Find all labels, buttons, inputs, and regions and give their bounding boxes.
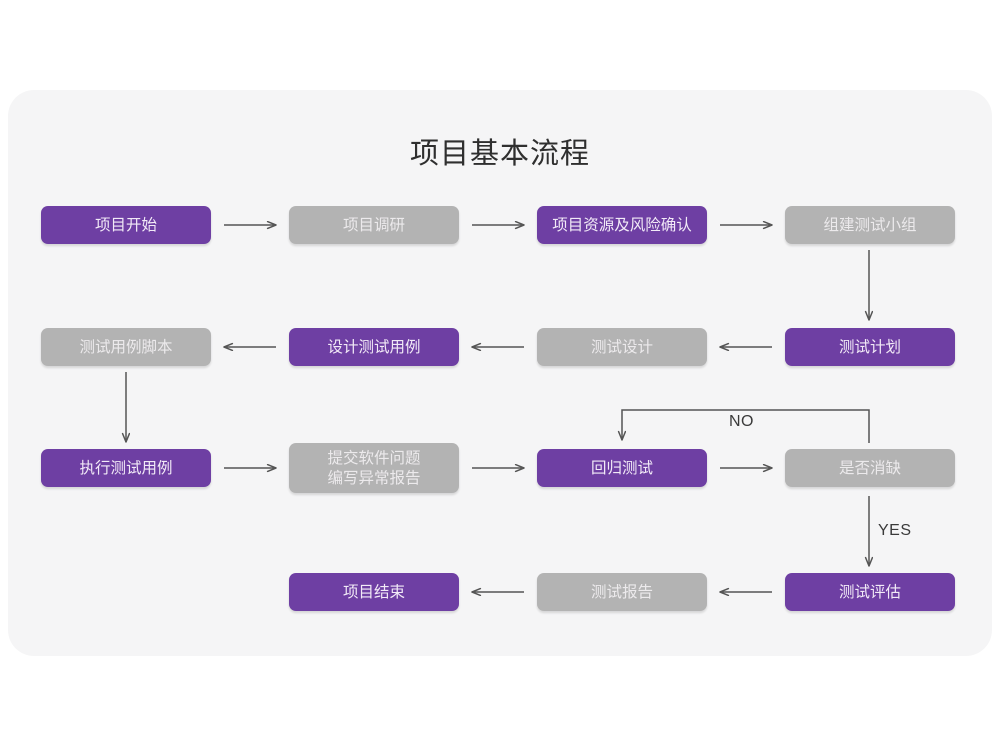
node-submit-issue-report[interactable]: 提交软件问题 编写异常报告: [289, 443, 459, 493]
node-test-report[interactable]: 测试报告: [537, 573, 707, 611]
node-project-end[interactable]: 项目结束: [289, 573, 459, 611]
edge-label-no: NO: [729, 413, 754, 430]
node-defect-resolved[interactable]: 是否消缺: [785, 449, 955, 487]
node-design-testcase[interactable]: 设计测试用例: [289, 328, 459, 366]
node-project-research[interactable]: 项目调研: [289, 206, 459, 244]
node-test-design[interactable]: 测试设计: [537, 328, 707, 366]
node-execute-testcase[interactable]: 执行测试用例: [41, 449, 211, 487]
node-resource-risk-confirm[interactable]: 项目资源及风险确认: [537, 206, 707, 244]
node-testcase-script[interactable]: 测试用例脚本: [41, 328, 211, 366]
node-test-evaluation[interactable]: 测试评估: [785, 573, 955, 611]
node-build-test-team[interactable]: 组建测试小组: [785, 206, 955, 244]
edge-label-yes: YES: [878, 522, 912, 539]
node-test-plan[interactable]: 测试计划: [785, 328, 955, 366]
diagram-panel: [8, 90, 992, 656]
node-regression-test[interactable]: 回归测试: [537, 449, 707, 487]
node-project-start[interactable]: 项目开始: [41, 206, 211, 244]
page-title: 项目基本流程: [409, 136, 590, 170]
